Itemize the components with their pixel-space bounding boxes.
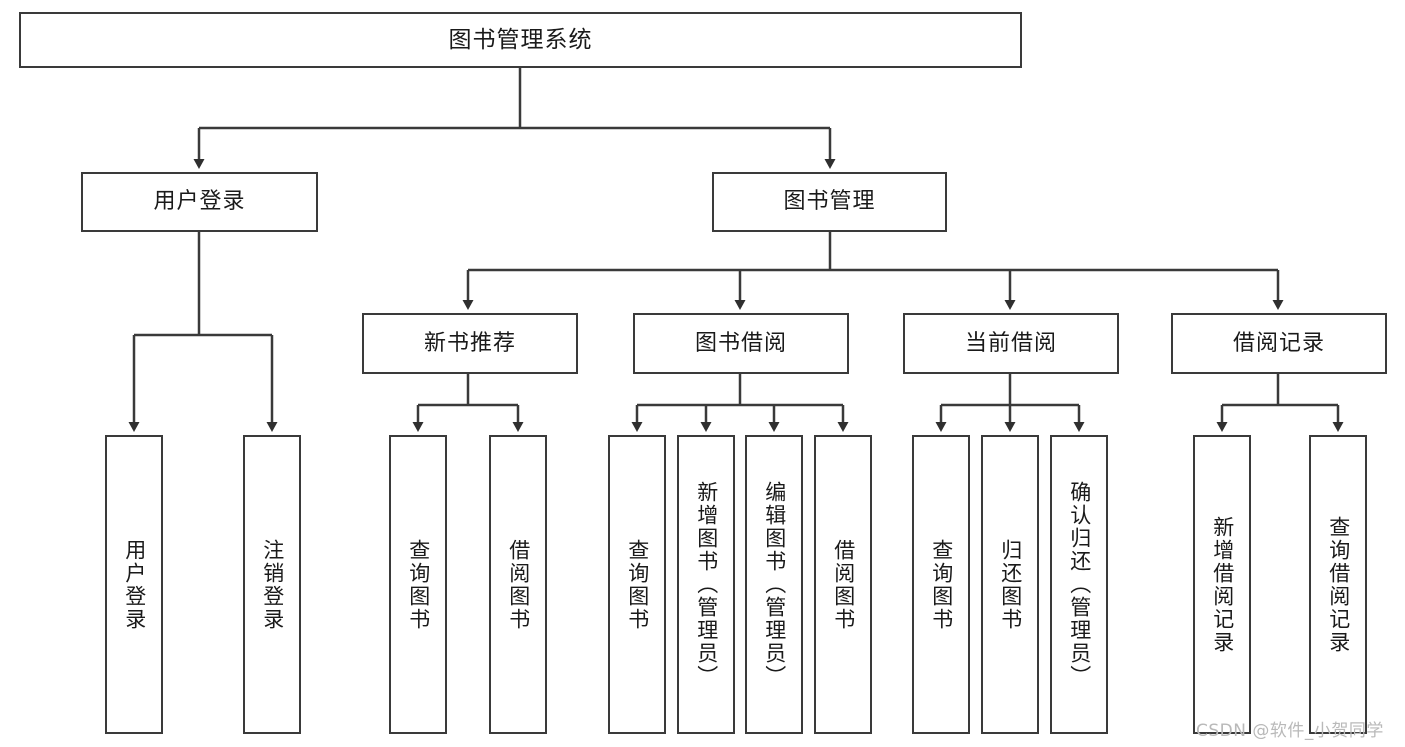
node-label: 图书管理系统 [448, 26, 593, 53]
node-label: 用户登录 [153, 189, 246, 215]
node-label: 借阅图书 [506, 538, 531, 631]
node-label: 查询借阅记录 [1326, 515, 1351, 654]
leaf-book-borrow-borrow-book[interactable]: 借阅图书 [814, 435, 872, 734]
node-label: 查询图书 [406, 538, 431, 631]
leaf-book-borrow-edit-book-admin[interactable]: 编辑图书（管理员） [745, 435, 803, 734]
leaf-user-login-logout[interactable]: 注销登录 [243, 435, 301, 734]
node-label: 新增借阅记录 [1210, 515, 1235, 654]
leaf-current-borrow-query-book[interactable]: 查询图书 [912, 435, 970, 734]
leaf-current-borrow-return-book[interactable]: 归还图书 [981, 435, 1039, 734]
leaf-borrow-record-query-record[interactable]: 查询借阅记录 [1309, 435, 1367, 734]
node-borrow-record[interactable]: 借阅记录 [1171, 313, 1387, 374]
node-label: 用户登录 [122, 538, 147, 631]
node-label: 确认归还（管理员） [1067, 481, 1092, 688]
node-current-borrow[interactable]: 当前借阅 [903, 313, 1119, 374]
node-label: 查询图书 [929, 538, 954, 631]
node-label: 新书推荐 [423, 330, 516, 356]
node-label: 借阅图书 [831, 538, 856, 631]
leaf-user-login-login[interactable]: 用户登录 [105, 435, 163, 734]
node-book-borrow[interactable]: 图书借阅 [633, 313, 849, 374]
node-label: 查询图书 [625, 538, 650, 631]
node-label: 新增图书（管理员） [694, 481, 719, 688]
node-label: 图书借阅 [694, 330, 787, 356]
csdn-watermark: CSDN @软件_小贺同学 [1196, 721, 1384, 741]
node-label: 编辑图书（管理员） [762, 481, 787, 688]
node-book-management[interactable]: 图书管理 [712, 172, 947, 232]
node-label: 归还图书 [998, 538, 1023, 631]
leaf-new-book-borrow-book[interactable]: 借阅图书 [489, 435, 547, 734]
node-user-login[interactable]: 用户登录 [81, 172, 318, 232]
leaf-current-borrow-confirm-return-admin[interactable]: 确认归还（管理员） [1050, 435, 1108, 734]
leaf-book-borrow-add-book-admin[interactable]: 新增图书（管理员） [677, 435, 735, 734]
leaf-book-borrow-query-book[interactable]: 查询图书 [608, 435, 666, 734]
node-new-book-recommend[interactable]: 新书推荐 [362, 313, 578, 374]
leaf-borrow-record-add-record[interactable]: 新增借阅记录 [1193, 435, 1251, 734]
node-label: 图书管理 [783, 189, 876, 215]
node-label: 注销登录 [260, 538, 285, 631]
node-root-book-management-system[interactable]: 图书管理系统 [19, 12, 1022, 68]
node-label: 借阅记录 [1232, 330, 1325, 356]
leaf-new-book-query-book[interactable]: 查询图书 [389, 435, 447, 734]
node-label: 当前借阅 [964, 330, 1057, 356]
